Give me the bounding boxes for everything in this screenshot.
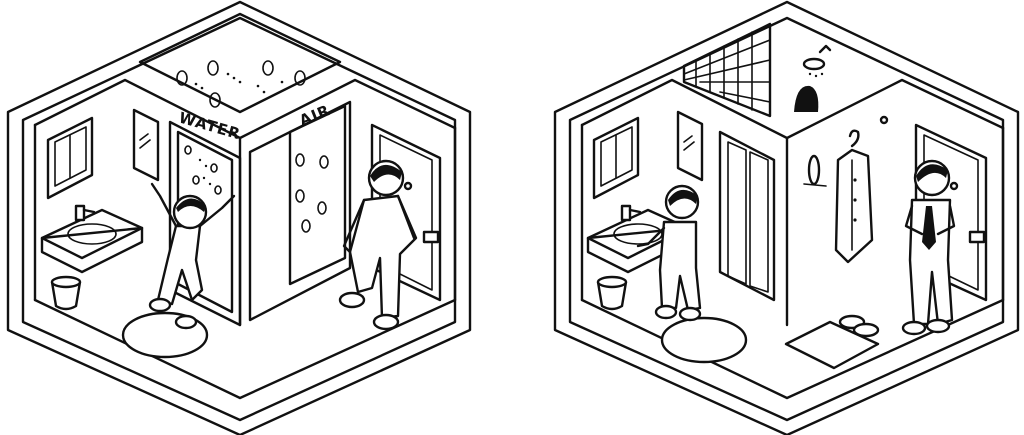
walking-man — [338, 159, 418, 331]
right-trash-bin — [596, 275, 628, 311]
wall-hook — [803, 115, 889, 187]
left-mirror — [132, 108, 160, 182]
shower-tiles — [682, 22, 772, 118]
left-room: WATER AIR — [6, 0, 472, 435]
left-window — [46, 116, 94, 200]
right-room — [553, 0, 1020, 435]
showering-person — [794, 85, 819, 112]
ceiling-nozzles — [138, 12, 342, 114]
right-floor-mat — [660, 316, 748, 364]
jumping-child — [148, 182, 236, 330]
air-booth — [248, 100, 352, 322]
man-with-tie — [901, 159, 956, 336]
right-wardrobe — [718, 130, 776, 302]
right-window — [592, 116, 640, 200]
shower-head — [802, 44, 832, 78]
right-mirror — [676, 110, 704, 182]
left-room-frame — [6, 0, 472, 435]
slippers — [838, 314, 880, 338]
left-trash-bin — [50, 275, 82, 311]
left-sink — [40, 204, 144, 274]
right-room-frame — [553, 0, 1020, 435]
washing-child — [636, 184, 702, 322]
water-label: WATER — [177, 109, 243, 144]
hanging-coat — [834, 129, 874, 264]
